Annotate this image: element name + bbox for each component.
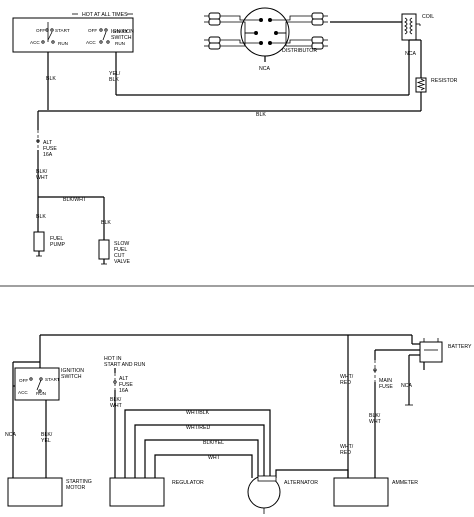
alt-fuse-top <box>36 130 40 150</box>
fuel-pump-label-1: FUEL <box>50 236 63 242</box>
blk-yel-label-2: YEL <box>41 438 51 444</box>
svg-text:RUN: RUN <box>115 41 125 46</box>
ignition-switch-contacts-left: OFF START ACC RUN <box>30 22 70 46</box>
fuel-pump-label-2: PUMP <box>50 242 66 248</box>
blk-main-wire-label: BLK <box>256 112 266 118</box>
svg-text:START: START <box>45 377 60 382</box>
wht-red-bottom-label-1: WHT/ <box>340 444 354 450</box>
distributor-label: DISTRIBUTOR <box>282 48 317 54</box>
coil-nca-label: NCA <box>405 51 416 57</box>
wht-red-top-label-2: RED <box>340 380 351 386</box>
ignition-switch-bottom-label-1: IGNITION <box>61 368 84 374</box>
blk-wire-label-1: BLK <box>46 76 56 82</box>
fuel-pump <box>33 231 45 252</box>
spark-plugs-left <box>204 12 221 50</box>
distributor-nca-label: NCA <box>259 66 270 72</box>
svg-text:START: START <box>113 29 128 34</box>
blk-wht-left-label-2: WHT <box>110 403 123 409</box>
main-fuse-label-2: FUSE <box>379 384 393 390</box>
alternator-label: ALTERNATOR <box>284 480 318 486</box>
slow-fuel-label-3: CUT <box>114 253 125 259</box>
coil <box>401 13 421 41</box>
ignition-switch-box-top <box>12 17 134 53</box>
slow-fuel-label-2: FUEL <box>114 247 127 253</box>
svg-text:ACC: ACC <box>30 40 40 45</box>
blk-left-label: BLK <box>36 214 46 220</box>
bottom-circuit: BATTERY NCA MAIN FUSE BLK/ WHT IGNITION … <box>5 334 472 514</box>
battery-nca-label: NCA <box>401 383 412 389</box>
blk-right-label: BLK <box>101 220 111 226</box>
coil-label: COIL <box>422 14 434 20</box>
blk-wht-right-label-1: BLK/ <box>369 413 381 419</box>
svg-text:RUN: RUN <box>36 391 46 396</box>
nca-left-label: NCA <box>5 432 16 438</box>
alt-fuse-label-1: ALT <box>43 140 53 146</box>
ammeter <box>333 477 389 507</box>
ammeter-label: AMMETER <box>392 480 418 486</box>
slow-fuel-cut-valve <box>98 239 110 260</box>
ignition-switch-box-bottom <box>14 367 60 401</box>
slow-fuel-label-1: SLOW <box>114 241 129 247</box>
wht-wire-label: WHT <box>208 455 221 461</box>
svg-text:ACC: ACC <box>86 40 96 45</box>
blk-wht-right-label-2: WHT <box>369 419 382 425</box>
alt-fuse-bottom-label-2: FUSE <box>119 382 133 388</box>
starting-motor-label-1: STARTING <box>66 479 92 485</box>
resistor-label: RESISTOR <box>431 78 458 84</box>
alternator <box>247 475 281 514</box>
wht-red-wire-label: WHT/RED <box>186 425 210 431</box>
regulator-label: REGULATOR <box>172 480 204 486</box>
ignition-switch-label-1: IGNITION <box>111 29 134 35</box>
blk-yel-label-1: BLK/ <box>41 432 53 438</box>
alt-fuse-label-3: 16A <box>43 152 53 158</box>
starting-motor <box>7 477 63 507</box>
wht-red-top-label-1: WHT/ <box>340 374 354 380</box>
ignition-switch-label-2: SWITCH <box>111 35 132 41</box>
hot-in-label-1: HOT IN <box>104 356 122 362</box>
battery <box>419 338 443 363</box>
starting-motor-label-2: MOTOR <box>66 485 85 491</box>
alt-fuse-bottom-label-1: ALT <box>119 376 129 382</box>
ignition-switch-bottom-label-2: SWITCH <box>61 374 82 380</box>
svg-text:RUN: RUN <box>58 41 68 46</box>
regulator <box>109 477 165 507</box>
wht-blk-wire-label: WHT/BLK <box>186 410 210 416</box>
blk-wht-label-2: WHT <box>36 175 49 181</box>
top-circuit: HOT AT ALL TIMES IGNITION SWITCH OFF STA… <box>12 7 458 265</box>
svg-text:START: START <box>55 28 70 33</box>
svg-text:OFF: OFF <box>88 28 97 33</box>
blk-wht-label-1: BLK/ <box>36 169 48 175</box>
main-fuse-label-1: MAIN <box>379 378 392 384</box>
ignition-switch-contacts-right: OFF START ACC RUN <box>86 28 128 46</box>
slow-fuel-label-4: VALVE <box>114 259 130 265</box>
svg-text:OFF: OFF <box>36 28 45 33</box>
blk-wht-left-label-1: BLK/ <box>110 397 122 403</box>
resistor <box>415 77 427 93</box>
hot-at-all-times-label: HOT AT ALL TIMES <box>82 12 128 18</box>
hot-in-label-2: START AND RUN <box>104 362 145 368</box>
yel-blk-wire-label-2: BLK <box>109 77 119 83</box>
wht-red-bottom-label-2: RED <box>340 450 351 456</box>
alt-fuse-bottom-label-3: 16A <box>119 388 129 394</box>
svg-text:ACC: ACC <box>18 390 28 395</box>
battery-label: BATTERY <box>448 344 472 350</box>
spark-plugs-right <box>311 12 328 50</box>
alt-fuse-label-2: FUSE <box>43 146 57 152</box>
blk-wht-branch-label: BLK/WHT <box>63 197 87 203</box>
blk-yel-wire-label: BLK/YEL <box>203 440 224 446</box>
yel-blk-wire-label-1: YEL/ <box>109 71 121 77</box>
svg-text:OFF: OFF <box>19 378 28 383</box>
